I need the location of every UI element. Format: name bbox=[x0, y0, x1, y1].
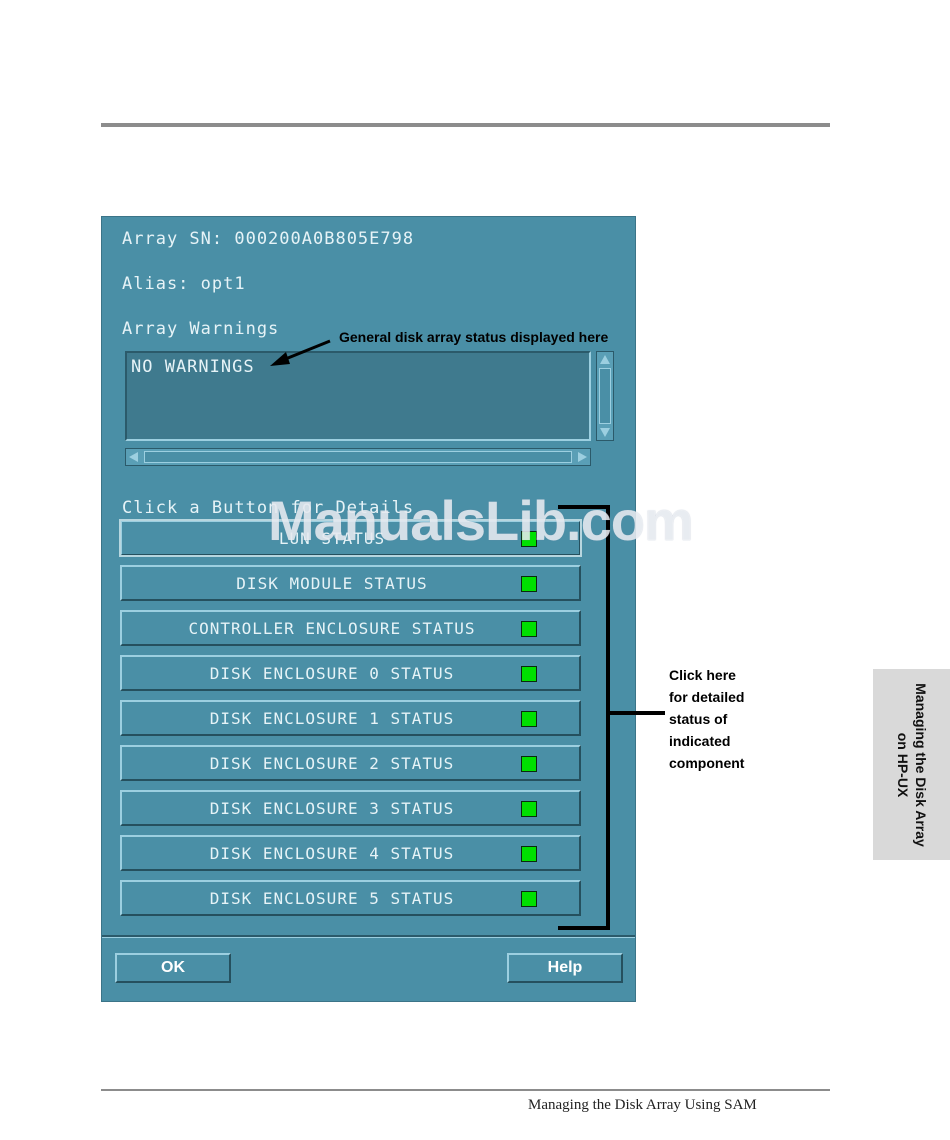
disk-enclosure-0-status-button[interactable]: DISK ENCLOSURE 0 STATUS bbox=[120, 655, 581, 691]
status-led-icon bbox=[521, 891, 537, 907]
side-tab-line: on HP-UX bbox=[894, 732, 911, 797]
callout-line: Click here bbox=[669, 667, 736, 683]
horizontal-scroll-thumb[interactable] bbox=[144, 451, 572, 463]
button-label: DISK ENCLOSURE 5 STATUS bbox=[209, 889, 455, 908]
status-led-icon bbox=[521, 711, 537, 727]
scroll-down-arrow-icon[interactable] bbox=[600, 428, 610, 437]
button-label: DISK ENCLOSURE 4 STATUS bbox=[209, 844, 455, 863]
arrow-head-icon bbox=[270, 352, 290, 366]
disk-enclosure-1-status-button[interactable]: DISK ENCLOSURE 1 STATUS bbox=[120, 700, 581, 736]
button-label: CONTROLLER ENCLOSURE STATUS bbox=[188, 619, 476, 638]
watermark: ManualsLib.com bbox=[268, 489, 694, 552]
ok-button[interactable]: OK bbox=[115, 953, 231, 983]
warnings-horizontal-scrollbar[interactable] bbox=[125, 448, 591, 466]
lun-status-button[interactable]: LUN STATUS bbox=[119, 519, 582, 557]
alias-label: Alias: opt1 bbox=[122, 274, 246, 294]
array-warnings-label: Array Warnings bbox=[122, 319, 280, 339]
top-rule bbox=[101, 123, 830, 127]
disk-module-status-button[interactable]: DISK MODULE STATUS bbox=[120, 565, 581, 601]
callout-line: indicated bbox=[669, 733, 731, 749]
status-led-icon bbox=[521, 801, 537, 817]
click-prompt-label: Click a Button for Details bbox=[122, 498, 415, 518]
disk-enclosure-2-status-button[interactable]: DISK ENCLOSURE 2 STATUS bbox=[120, 745, 581, 781]
dialog-separator bbox=[102, 935, 635, 938]
status-callout-text: General disk array status displayed here bbox=[339, 329, 609, 345]
callout-line: status of bbox=[669, 711, 728, 727]
scroll-up-arrow-icon[interactable] bbox=[600, 355, 610, 364]
status-led-icon bbox=[521, 576, 537, 592]
bottom-rule bbox=[101, 1089, 830, 1091]
disk-enclosure-3-status-button[interactable]: DISK ENCLOSURE 3 STATUS bbox=[120, 790, 581, 826]
side-tab-text: Managing the Disk Array on HP-UX bbox=[894, 683, 930, 847]
callout-line: for detailed bbox=[669, 689, 745, 705]
status-led-icon bbox=[521, 756, 537, 772]
buttons-callout-text: Click here for detailed status of indica… bbox=[669, 664, 769, 774]
footer-text: Managing the Disk Array Using SAM bbox=[528, 1097, 757, 1113]
array-status-dialog: Array SN: 000200A0B805E798 Alias: opt1 A… bbox=[101, 216, 636, 1002]
disk-enclosure-5-status-button[interactable]: DISK ENCLOSURE 5 STATUS bbox=[120, 880, 581, 916]
warnings-text: NO WARNINGS bbox=[131, 357, 255, 377]
button-label: DISK MODULE STATUS bbox=[236, 574, 428, 593]
button-label: DISK ENCLOSURE 2 STATUS bbox=[209, 754, 455, 773]
status-led-icon bbox=[521, 621, 537, 637]
button-label: DISK ENCLOSURE 0 STATUS bbox=[209, 664, 455, 683]
vertical-scroll-thumb[interactable] bbox=[599, 368, 611, 424]
status-led-icon bbox=[521, 666, 537, 682]
help-button[interactable]: Help bbox=[507, 953, 623, 983]
disk-enclosure-4-status-button[interactable]: DISK ENCLOSURE 4 STATUS bbox=[120, 835, 581, 871]
array-sn-label: Array SN: 000200A0B805E798 bbox=[122, 229, 415, 249]
scroll-left-arrow-icon[interactable] bbox=[129, 452, 138, 462]
warnings-text-area[interactable]: NO WARNINGS bbox=[125, 351, 591, 441]
chapter-side-tab: Managing the Disk Array on HP-UX bbox=[873, 669, 950, 860]
scroll-right-arrow-icon[interactable] bbox=[578, 452, 587, 462]
warnings-vertical-scrollbar[interactable] bbox=[596, 351, 614, 441]
status-led-icon bbox=[521, 531, 537, 547]
status-led-icon bbox=[521, 846, 537, 862]
bracket-line bbox=[558, 505, 610, 930]
status-callout-line bbox=[282, 339, 331, 362]
button-label: LUN STATUS bbox=[278, 529, 386, 548]
button-label: DISK ENCLOSURE 1 STATUS bbox=[209, 709, 455, 728]
side-tab-line: Managing the Disk Array bbox=[912, 682, 929, 847]
callout-line: component bbox=[669, 755, 745, 771]
button-label: DISK ENCLOSURE 3 STATUS bbox=[209, 799, 455, 818]
controller-enclosure-status-button[interactable]: CONTROLLER ENCLOSURE STATUS bbox=[120, 610, 581, 646]
